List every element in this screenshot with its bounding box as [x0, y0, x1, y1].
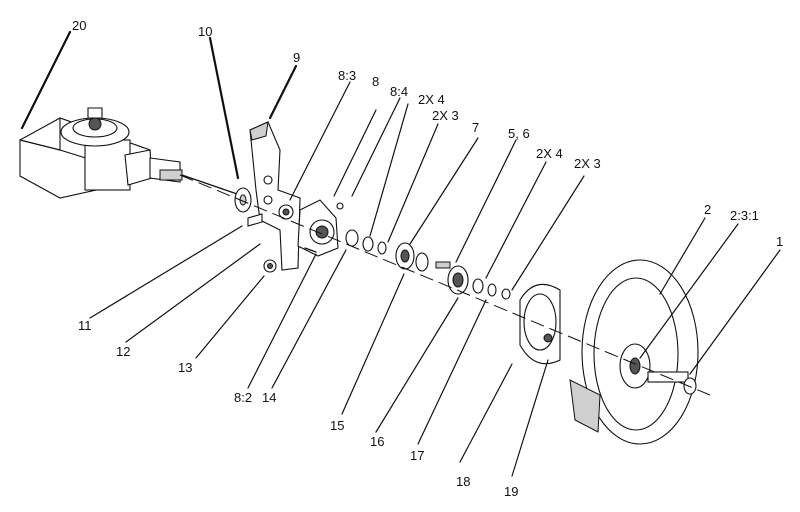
callout-12: 12 [116, 344, 130, 359]
callout-7: 7 [472, 120, 479, 135]
part-9-bracket [249, 121, 301, 271]
callout-17: 17 [410, 448, 424, 463]
callout-2x3-b: 2X 3 [574, 156, 601, 171]
callout-8-3: 8:3 [338, 68, 356, 83]
callout-20: 20 [72, 18, 86, 33]
callout-2x4-b: 2X 4 [536, 146, 563, 161]
callout-8-4: 8:4 [390, 84, 408, 99]
callout-11: 11 [78, 318, 92, 333]
callout-labels: 20 10 9 8:3 8 8:4 2X 4 2X 3 7 5, 6 2X 4 … [72, 18, 783, 499]
callout-2x3-a: 2X 3 [432, 108, 459, 123]
part-1-bolt [647, 371, 697, 395]
callout-8-2: 8:2 [234, 390, 252, 405]
callout-14: 14 [262, 390, 276, 405]
part-10-washer [234, 187, 252, 213]
part-20-transmission [19, 107, 241, 199]
callout-2x4-a: 2X 4 [418, 92, 445, 107]
callout-1: 1 [776, 234, 783, 249]
axis-line [179, 174, 711, 396]
callout-2-3-1: 2:3:1 [730, 208, 759, 223]
callout-19: 19 [504, 484, 518, 499]
callout-5-6: 5, 6 [508, 126, 530, 141]
part-11-12-bolts [247, 213, 277, 273]
callout-16: 16 [370, 434, 384, 449]
callout-2: 2 [704, 202, 711, 217]
part-2-wheel [569, 259, 699, 445]
callout-9: 9 [293, 50, 300, 65]
part-8-axle-plate [297, 199, 344, 257]
callout-15: 15 [330, 418, 344, 433]
callout-13: 13 [178, 360, 192, 375]
callout-18: 18 [456, 474, 470, 489]
leader-lines [20, 30, 781, 477]
axle-components [345, 229, 511, 300]
callout-8: 8 [372, 74, 379, 89]
callout-10: 10 [198, 24, 212, 39]
